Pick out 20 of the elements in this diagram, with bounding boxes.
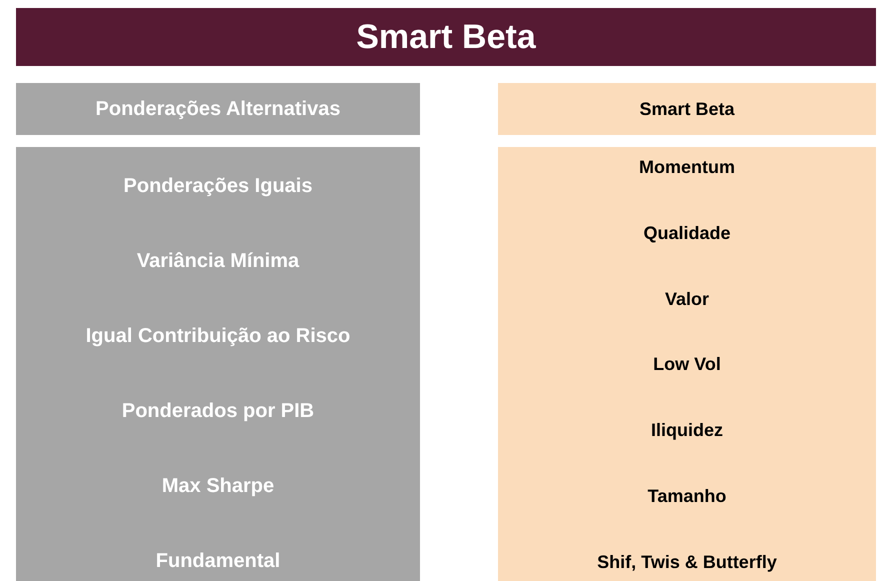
- list-panel: [498, 147, 876, 581]
- list-item: Qualidade: [643, 222, 731, 244]
- list-item: Fundamental: [156, 550, 280, 573]
- list-item: Valor: [664, 288, 710, 310]
- header-text: Ponderações Alternativas: [96, 98, 340, 120]
- header-box: [16, 83, 420, 135]
- list-item: Low Vol: [653, 354, 721, 376]
- list-item: Momentum: [639, 157, 735, 178]
- list-panel: [16, 147, 420, 581]
- list-item: Shif, Twis & Butterfly: [597, 552, 777, 573]
- title-banner: Smart Beta: [16, 8, 876, 66]
- list-item: Igual Contribuição ao Risco: [86, 325, 350, 348]
- header-text: Smart Beta: [639, 98, 735, 120]
- list-item: Tamanho: [648, 486, 726, 508]
- list-item: Ponderações Iguais: [124, 175, 312, 198]
- list-item: Max Sharpe: [162, 475, 274, 498]
- header-box: [498, 83, 876, 135]
- list-item: Iliquidez: [651, 420, 723, 442]
- list-item: Variância Mínima: [136, 250, 300, 273]
- list-item: Ponderados por PIB: [122, 400, 314, 423]
